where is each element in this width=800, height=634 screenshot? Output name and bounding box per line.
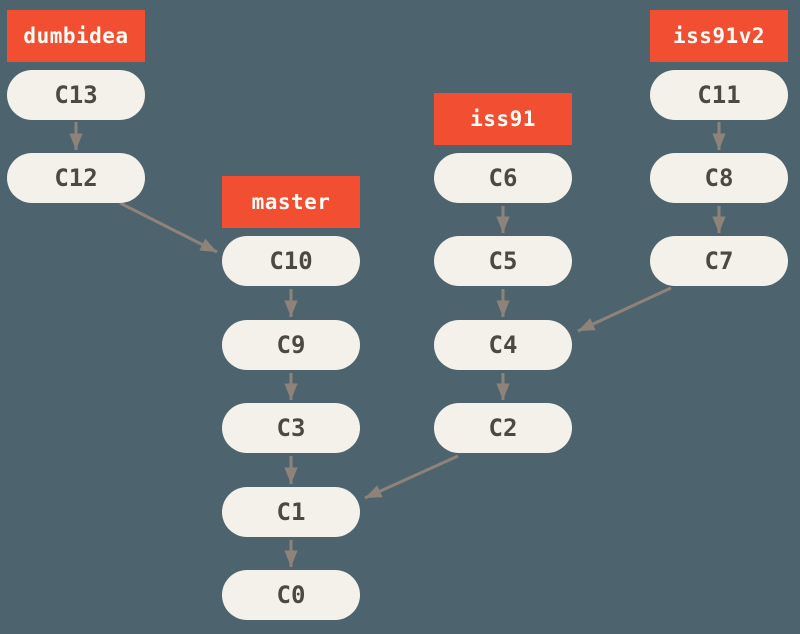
commit-node-C2: C2 — [434, 403, 572, 453]
commit-node-C12: C12 — [7, 153, 145, 203]
branch-label-dumbidea: dumbidea — [7, 10, 145, 62]
commit-node-C9: C9 — [222, 320, 360, 370]
commit-node-C1: C1 — [222, 487, 360, 537]
edge-C12-C10 — [119, 201, 218, 254]
edge-C2-C1 — [364, 454, 459, 500]
commit-node-C5: C5 — [434, 236, 572, 286]
commit-node-C3: C3 — [222, 403, 360, 453]
commit-node-C8: C8 — [650, 153, 788, 203]
branch-label-iss91v2: iss91v2 — [650, 10, 788, 62]
commit-node-C13: C13 — [7, 70, 145, 120]
branch-label-master: master — [222, 176, 360, 228]
commit-node-C6: C6 — [434, 153, 572, 203]
commit-node-C10: C10 — [222, 236, 360, 286]
edge-C7-C4 — [577, 286, 672, 333]
commit-node-C0: C0 — [222, 570, 360, 620]
commit-node-C4: C4 — [434, 320, 572, 370]
commit-node-C11: C11 — [650, 70, 788, 120]
commit-node-C7: C7 — [650, 236, 788, 286]
branch-label-iss91: iss91 — [434, 93, 572, 145]
